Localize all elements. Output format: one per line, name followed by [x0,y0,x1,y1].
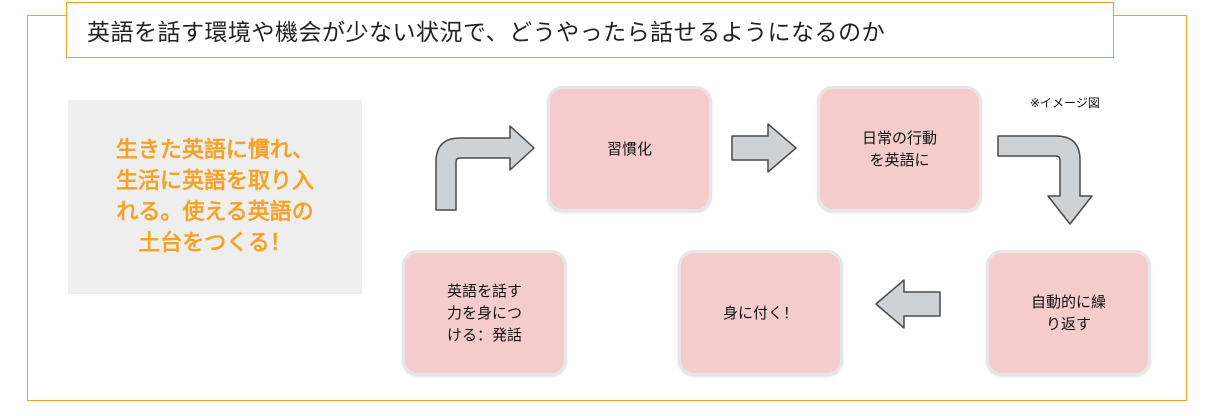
callout-line: 土台をつくる！ [138,231,292,256]
callout-box: 生きた英語に慣れ、 生活に英語を取り入 れる。使える英語の 土台をつくる！ [68,100,362,294]
step-label: 英語を話す [446,282,522,300]
bent-arrow-up-right-icon [435,125,535,211]
callout-line: 生活に英語を取り入 [115,169,314,194]
step-label: 日常の行動 [861,129,937,147]
image-note: ※イメージ図 [1030,96,1100,110]
callout-line: 生きた英語に慣れ、 [115,138,315,163]
step-habit: 習慣化 [547,86,712,212]
page-title: 英語を話す環境や機会が少ない状況で、どうやったら話せるようになるのか [66,2,1114,58]
step-label: 力を身につ [446,304,522,322]
step-label: ける：発話 [446,326,522,344]
step-speak: 英語を話す 力を身につ ける：発話 [402,250,567,376]
bent-arrow-right-down-icon [997,135,1093,225]
arrow-right-icon [731,123,797,173]
step-label-group: 日常の行動 を英語に [862,127,937,171]
step-acquire: 身に付く！ [678,250,843,376]
step-label: を英語に [869,151,930,169]
step-label: り返す [1045,315,1091,333]
step-repeat: 自動的に繰 り返す [986,250,1151,376]
step-label: 自動的に繰 [1030,293,1106,311]
step-daily-actions: 日常の行動 を英語に [817,86,982,212]
step-label: 習慣化 [606,140,652,158]
arrow-left-icon [875,279,941,329]
callout-line: れる。使える英語の [116,200,314,225]
step-label: 身に付く！ [722,304,798,322]
step-label-group: 英語を話す 力を身につ ける：発話 [447,280,522,346]
callout-text: 生きた英語に慣れ、 生活に英語を取り入 れる。使える英語の 土台をつくる！ [116,135,314,259]
step-label-group: 自動的に繰 り返す [1031,291,1106,335]
